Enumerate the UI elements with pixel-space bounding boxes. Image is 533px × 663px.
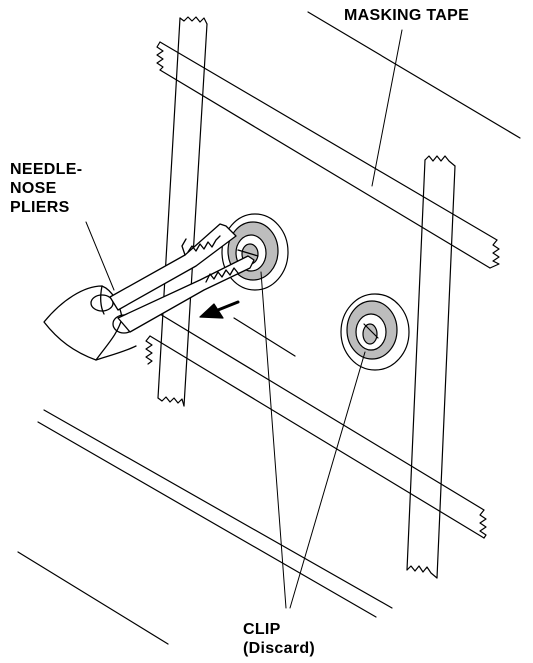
label-needle-nose-pliers: NEEDLE- NOSE PLIERS xyxy=(10,160,82,217)
pull-arrow-icon xyxy=(199,300,240,319)
label-pliers-line-1: NEEDLE- xyxy=(10,161,83,178)
tape-strip-left xyxy=(157,16,208,407)
label-pliers-line-2: NOSE xyxy=(10,180,57,197)
clip-right xyxy=(340,293,410,371)
tape-strip-right xyxy=(406,155,456,579)
label-pliers-line-3: PLIERS xyxy=(10,199,70,216)
leader-lines xyxy=(85,29,403,609)
leader-clip-right xyxy=(289,351,366,609)
masking-tape-strips xyxy=(145,16,500,579)
leader-clip-left xyxy=(260,271,287,609)
clip-left xyxy=(221,213,289,291)
panel-outline xyxy=(17,11,521,645)
leader-masking-tape xyxy=(371,29,403,187)
leader-pliers xyxy=(85,221,115,291)
label-clip-line-1: CLIP xyxy=(243,621,281,638)
tape-strip-top xyxy=(156,41,500,269)
label-clip-line-2: (Discard) xyxy=(243,640,316,657)
needle-nose-pliers-icon xyxy=(43,223,259,361)
tape-strip-bottom xyxy=(145,307,487,539)
label-clip: CLIP (Discard) xyxy=(243,620,315,658)
label-masking-tape: MASKING TAPE xyxy=(344,7,470,24)
